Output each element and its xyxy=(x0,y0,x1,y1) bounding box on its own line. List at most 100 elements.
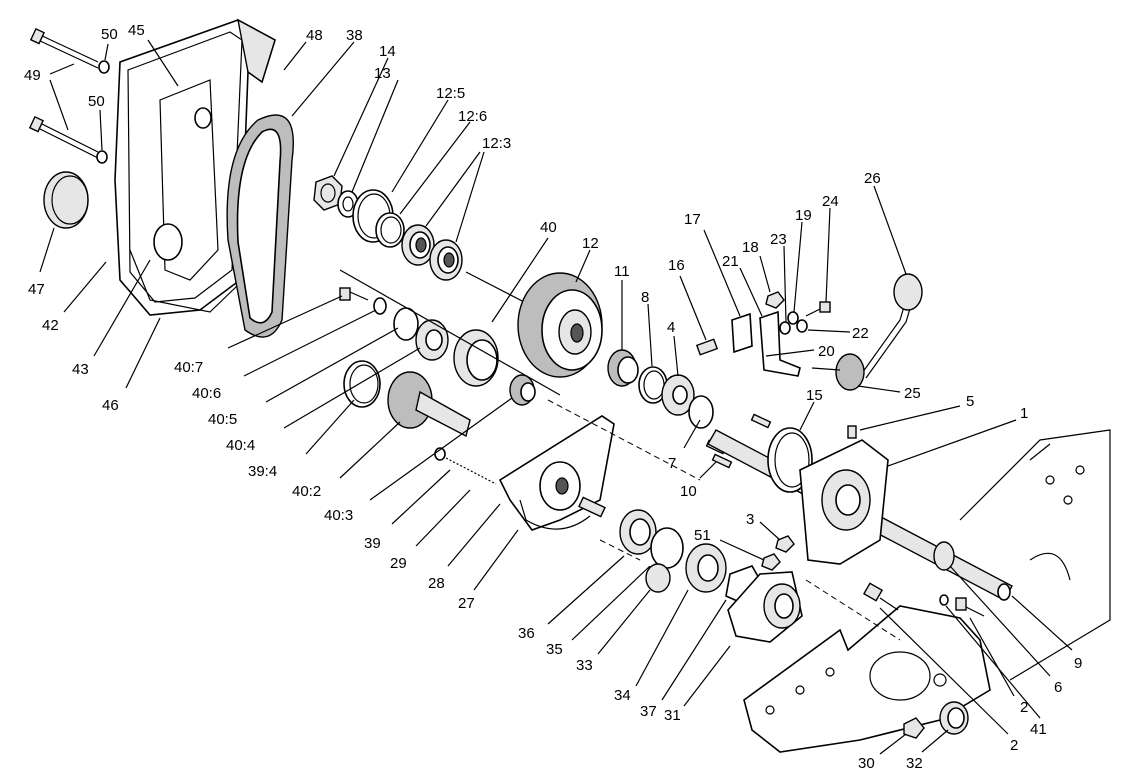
callout-46: 46 xyxy=(102,317,161,414)
washer-19 xyxy=(787,311,799,325)
svg-text:4: 4 xyxy=(667,319,675,336)
nut-18 xyxy=(765,291,785,309)
callout-18: 18 xyxy=(742,239,771,293)
fitting-5 xyxy=(847,425,857,439)
callout-49: 49 xyxy=(24,63,75,131)
callout-13: 13 xyxy=(351,65,399,193)
svg-text:12:6: 12:6 xyxy=(458,108,487,125)
svg-text:22: 22 xyxy=(852,325,869,342)
svg-text:24: 24 xyxy=(822,193,839,210)
bolt-40-7 xyxy=(339,287,369,301)
ring-35 xyxy=(650,527,684,569)
callout-12-5: 12:5 xyxy=(391,85,465,193)
callout-33: 33 xyxy=(576,589,651,674)
callout-30: 30 xyxy=(858,733,907,772)
svg-text:51: 51 xyxy=(694,527,711,544)
callout-48: 48 xyxy=(283,27,323,71)
dash-axis-2 xyxy=(599,539,641,561)
callout-40-7: 40:7 xyxy=(174,295,343,376)
callout-23: 23 xyxy=(770,231,787,323)
washer-41 xyxy=(939,594,949,606)
spring-29 xyxy=(434,447,497,485)
svg-text:37: 37 xyxy=(640,703,657,720)
callout-15: 15 xyxy=(799,387,823,431)
bushing-32 xyxy=(939,701,969,735)
callout-22: 22 xyxy=(807,325,869,342)
callout-34: 34 xyxy=(614,589,689,704)
callout-31: 31 xyxy=(664,645,731,724)
nut-3 xyxy=(775,535,795,553)
gear-shaft-40-2 xyxy=(387,371,471,438)
spacer-40-3 xyxy=(509,374,536,406)
svg-text:39:4: 39:4 xyxy=(248,463,277,480)
dash-axis-3 xyxy=(805,579,901,641)
callout-37: 37 xyxy=(640,599,727,720)
callout-40: 40 xyxy=(491,219,557,323)
svg-text:34: 34 xyxy=(614,687,631,704)
callout-29: 29 xyxy=(390,489,471,572)
svg-text:17: 17 xyxy=(684,211,701,228)
svg-text:2: 2 xyxy=(1020,699,1028,716)
svg-text:40:3: 40:3 xyxy=(324,507,353,524)
svg-text:43: 43 xyxy=(72,361,89,378)
frame-panel xyxy=(959,429,1111,681)
svg-text:25: 25 xyxy=(904,385,921,402)
svg-text:48: 48 xyxy=(306,27,323,44)
callout-42: 42 xyxy=(42,261,107,334)
svg-text:14: 14 xyxy=(379,43,396,60)
svg-text:40:7: 40:7 xyxy=(174,359,203,376)
callout-10: 10 xyxy=(680,461,717,500)
svg-text:12:3: 12:3 xyxy=(482,135,511,152)
callout-19: 19 xyxy=(793,207,812,313)
shift-lever-26 xyxy=(859,273,923,379)
belt-38 xyxy=(226,114,294,338)
svg-text:6: 6 xyxy=(1054,679,1062,696)
callout-40-5: 40:5 xyxy=(208,327,399,428)
callout-1: 1 xyxy=(887,405,1028,467)
callout-35: 35 xyxy=(546,565,651,658)
svg-text:41: 41 xyxy=(1030,721,1047,738)
svg-text:40:6: 40:6 xyxy=(192,385,221,402)
bracket-40-bar xyxy=(339,269,561,396)
callout-12: 12 xyxy=(575,235,599,283)
bearing-12-3-a xyxy=(401,224,435,266)
callout-28: 28 xyxy=(428,503,501,592)
svg-text:36: 36 xyxy=(518,625,535,642)
callout-41: 41 xyxy=(945,605,1047,738)
svg-text:32: 32 xyxy=(906,755,923,772)
callout-17: 17 xyxy=(684,211,741,317)
callout-9: 9 xyxy=(1011,595,1082,672)
svg-text:20: 20 xyxy=(818,343,835,360)
callout-47: 47 xyxy=(28,227,55,298)
bolt-49-lower xyxy=(28,115,99,159)
callout-11: 11 xyxy=(614,263,630,350)
svg-text:9: 9 xyxy=(1074,655,1082,672)
callout-43: 43 xyxy=(72,259,151,378)
callout-50-lower: 50 xyxy=(88,93,105,151)
retaining-ring-12-6 xyxy=(375,212,405,248)
bearing-40-4 xyxy=(415,319,449,361)
svg-text:26: 26 xyxy=(864,170,881,187)
svg-text:15: 15 xyxy=(806,387,823,404)
axis-line-upper xyxy=(465,271,531,306)
callout-layer: 50 45 48 38 14 13 12:5 12:6 12:3 49 50 4… xyxy=(24,22,1082,772)
callout-3: 3 xyxy=(746,511,781,541)
bearing-plate-1 xyxy=(799,439,889,565)
svg-text:18: 18 xyxy=(742,239,759,256)
callout-26: 26 xyxy=(864,170,907,275)
svg-text:40:4: 40:4 xyxy=(226,437,255,454)
bearing-34 xyxy=(685,543,727,593)
callout-7: 7 xyxy=(668,419,701,472)
callout-32: 32 xyxy=(906,729,949,772)
boot-25 xyxy=(811,353,865,391)
washer-23 xyxy=(779,321,791,335)
callout-38: 38 xyxy=(291,27,363,117)
svg-text:10: 10 xyxy=(680,483,697,500)
svg-text:49: 49 xyxy=(24,67,41,84)
lower-frame-plate xyxy=(743,605,991,753)
pin-9 xyxy=(997,583,1011,601)
svg-text:8: 8 xyxy=(641,289,649,306)
svg-text:35: 35 xyxy=(546,641,563,658)
idler-40 xyxy=(453,329,499,387)
